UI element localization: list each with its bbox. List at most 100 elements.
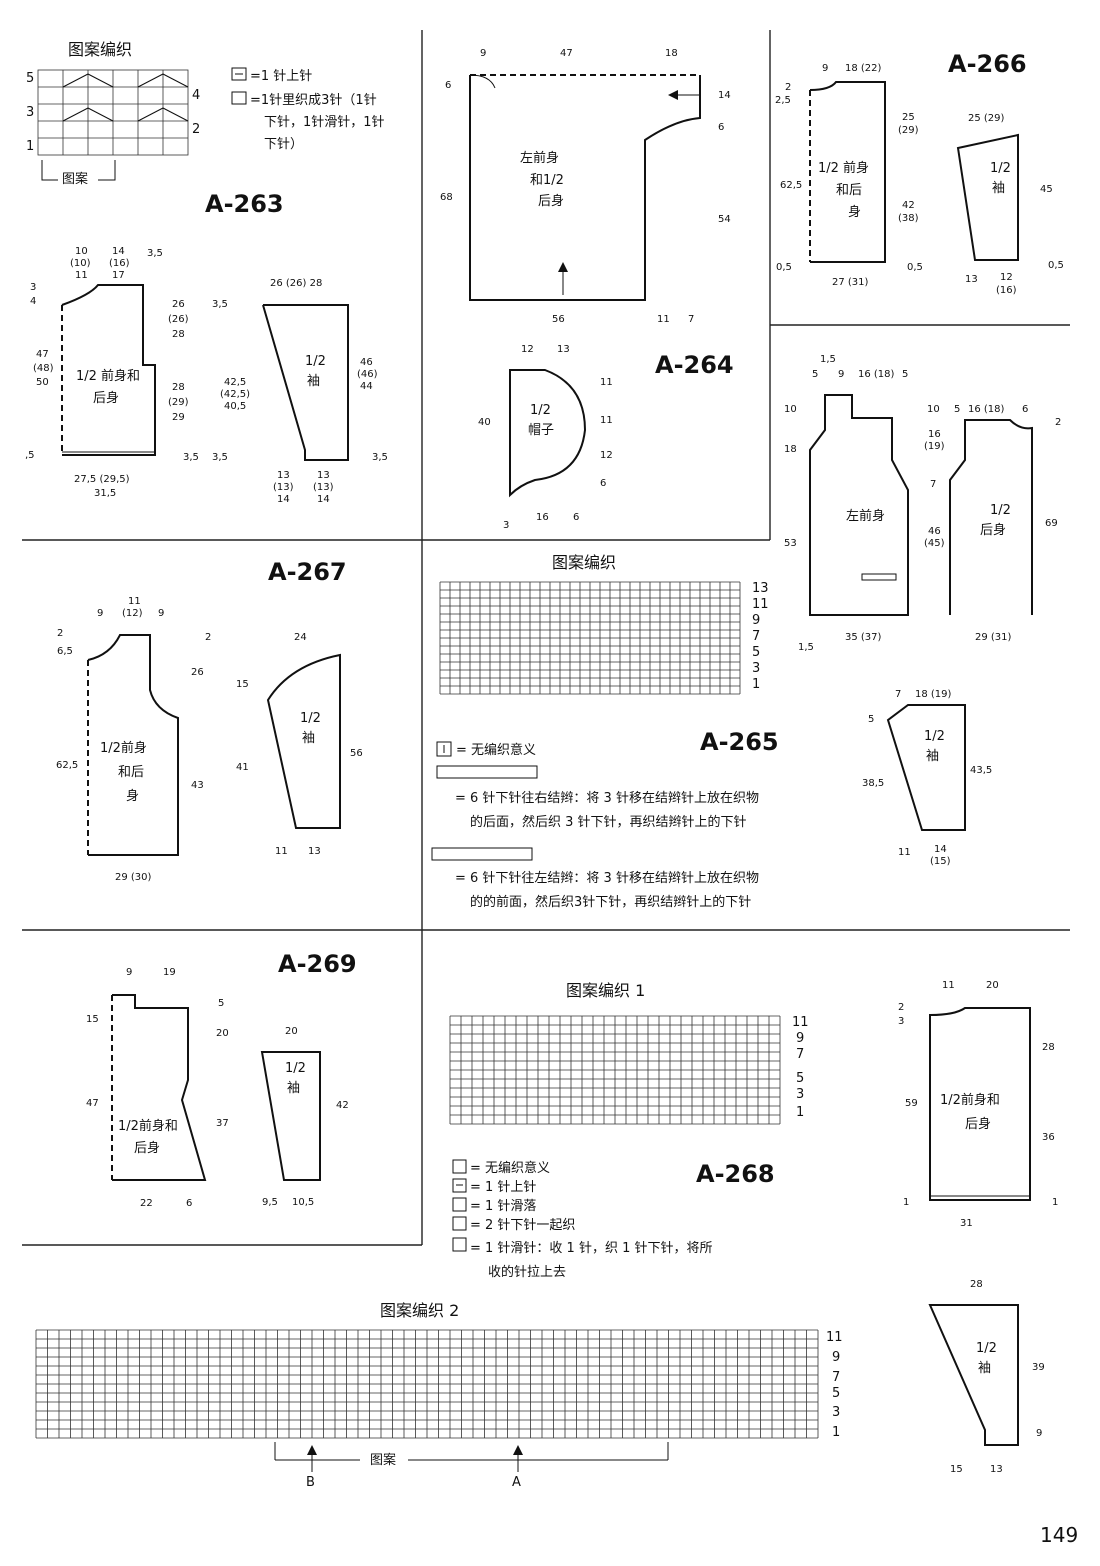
no-stitch-symbol-icon (436, 741, 452, 757)
a263-id: A-263 (205, 190, 284, 218)
svg-text:5: 5 (218, 998, 224, 1009)
svg-text:16 (18): 16 (18) (968, 404, 1005, 415)
svg-text:12: 12 (521, 344, 534, 355)
svg-text:9: 9 (838, 369, 844, 380)
a265-row-num: 5 (752, 645, 760, 660)
svg-text:10: 10 (75, 246, 88, 257)
svg-text:46: 46 (928, 526, 941, 537)
svg-text:9: 9 (480, 48, 486, 59)
svg-text:11: 11 (75, 270, 88, 281)
a268-row-num: 5 (832, 1386, 840, 1401)
a263-pattern-caption: 图案 (62, 172, 88, 187)
a267-sleeve-piece (266, 653, 341, 829)
a265-row-num: 11 (752, 597, 769, 612)
svg-text:6: 6 (186, 1198, 192, 1209)
svg-text:53: 53 (784, 538, 797, 549)
a268-pattern2-title: 图案编织 2 (380, 1301, 459, 1320)
svg-text:2: 2 (57, 628, 63, 639)
purl-symbol-icon (231, 67, 247, 81)
svg-text:26: 26 (172, 299, 185, 310)
svg-text:15: 15 (236, 679, 249, 690)
svg-text:47: 47 (560, 48, 573, 59)
a267-dimensions: 9 11 (12) 9 2 6,5 2 26 62,5 43 29 (30) 2… (56, 596, 363, 883)
a264-body-label: 和1/2 (530, 173, 564, 188)
svg-text:6: 6 (1022, 404, 1028, 415)
a264-hood-piece (509, 369, 587, 498)
svg-text:10,5: 10,5 (292, 1197, 314, 1208)
svg-text:3,5: 3,5 (372, 452, 388, 463)
svg-text:11: 11 (942, 980, 955, 991)
svg-text:16: 16 (928, 429, 941, 440)
a265-row-num: 9 (752, 613, 760, 628)
a267-id: A-267 (268, 558, 347, 586)
no-stitch-symbol-icon (452, 1159, 467, 1174)
svg-text:3,5: 3,5 (212, 299, 228, 310)
a268-row-num: 3 (832, 1405, 840, 1420)
svg-text:,5: ,5 (25, 450, 35, 461)
svg-text:(46): (46) (357, 369, 378, 380)
svg-text:3,5: 3,5 (147, 248, 163, 259)
a266-body-label: 和后 (836, 183, 862, 198)
svg-text:18: 18 (665, 48, 678, 59)
a265-row-num: 13 (752, 581, 769, 596)
svg-text:44: 44 (360, 381, 373, 392)
a268-sleeve-label: 1/2 (976, 1341, 997, 1356)
svg-text:9: 9 (126, 967, 132, 978)
a265-dimensions: 1,5 5 9 16 (18) 5 10 18 53 1,5 35 (37) 1… (784, 354, 1061, 867)
svg-text:39: 39 (1032, 1362, 1045, 1373)
a268-row-num: 1 (832, 1425, 840, 1440)
svg-text:43,5: 43,5 (970, 765, 992, 776)
svg-text:(45): (45) (924, 538, 945, 549)
svg-text:17: 17 (112, 270, 125, 281)
svg-text:20: 20 (216, 1028, 229, 1039)
a268-sleeve-piece (928, 1304, 1019, 1446)
svg-text:27 (31): 27 (31) (832, 277, 869, 288)
a268-legend: 收的针拉上去 (488, 1264, 566, 1280)
a268-legend: = 2 针下针一起织 (470, 1218, 575, 1233)
a263-legend: 下针） (264, 137, 303, 152)
svg-text:28: 28 (172, 329, 185, 340)
svg-text:25: 25 (902, 112, 915, 123)
svg-text:24: 24 (294, 632, 307, 643)
a263-pattern-title: 图案编织 (68, 40, 132, 59)
dropped-stitch-symbol-icon (452, 1197, 467, 1212)
svg-text:11: 11 (657, 314, 670, 325)
a268-body-label: 后身 (965, 1116, 991, 1132)
a268-marker-a: A (512, 1475, 521, 1490)
a269-sleeve-label: 袖 (287, 1081, 300, 1096)
a267-body-label: 和后 (118, 765, 144, 780)
svg-text:2: 2 (1055, 417, 1061, 428)
a265-legend: = 6 针下针往左结辫：将 3 针移在结辫针上放在织物 (455, 871, 759, 886)
a266-body-piece (809, 81, 886, 263)
a267-body-label: 身 (126, 788, 139, 804)
svg-text:11: 11 (128, 596, 141, 607)
svg-text:42: 42 (902, 200, 915, 211)
a265-row-num: 7 (752, 629, 760, 644)
svg-text:16: 16 (536, 512, 549, 523)
section-dividers (22, 30, 1070, 1246)
a264-id: A-264 (655, 351, 734, 379)
a268-row-num: 7 (796, 1047, 804, 1062)
a263-sleeve-piece (262, 304, 349, 461)
a264-body-label: 后身 (538, 193, 564, 209)
a269-dimensions: 9 19 15 5 20 47 37 22 6 20 42 9,5 10,5 (86, 967, 349, 1209)
a266-sleeve-piece (956, 133, 1019, 261)
a263-legend: =1针里织成3针（1针 (250, 93, 377, 108)
a267-body-piece (87, 634, 179, 856)
a266-sleeve-label: 1/2 (990, 161, 1011, 176)
svg-text:28: 28 (970, 1279, 983, 1290)
svg-text:13: 13 (317, 470, 330, 481)
a265-pattern-title: 图案编织 (552, 553, 616, 572)
svg-text:36: 36 (1042, 1132, 1055, 1143)
svg-text:(10): (10) (70, 258, 91, 269)
svg-text:3: 3 (503, 520, 509, 531)
svg-text:3: 3 (898, 1016, 904, 1027)
svg-text:20: 20 (285, 1026, 298, 1037)
a269-body-label: 1/2前身和 (118, 1118, 178, 1134)
a268-section: 图案编织 1 11 9 7 5 3 1 A-268 = 无编织意义 = 1 针上… (35, 980, 1058, 1490)
svg-text:35 (37): 35 (37) (845, 632, 882, 643)
svg-text:(42,5): (42,5) (220, 389, 250, 400)
a268-row-num: 11 (792, 1015, 809, 1030)
svg-text:42,5: 42,5 (224, 377, 246, 388)
svg-text:56: 56 (350, 748, 363, 759)
